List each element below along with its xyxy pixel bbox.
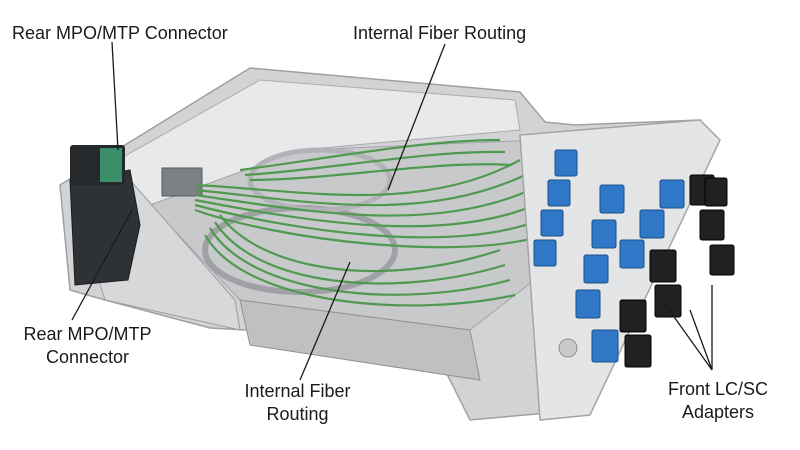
label-internal-routing-bottom: Internal Fiber Routing bbox=[244, 381, 351, 424]
leader-rear-bottom bbox=[71, 209, 133, 321]
leader-lines bbox=[71, 41, 713, 381]
front-adapters bbox=[533, 149, 735, 368]
rear-mpo-connector-top bbox=[70, 145, 203, 197]
label-internal-routing-top: Internal Fiber Routing bbox=[353, 23, 527, 43]
leader-front-2 bbox=[689, 309, 713, 371]
leader-front-1 bbox=[661, 299, 713, 371]
internal-fibers bbox=[194, 138, 546, 307]
leader-internal-top bbox=[387, 43, 446, 191]
label-rear-connector-bottom: Rear MPO/MTP Connector bbox=[23, 324, 152, 367]
front-faceplate bbox=[519, 119, 721, 421]
leader-internal-bottom bbox=[299, 261, 351, 381]
adapter-black-group bbox=[619, 174, 735, 368]
label-rear-connector-top: Rear MPO/MTP Connector bbox=[12, 23, 228, 43]
adapter-blue-group bbox=[533, 149, 685, 363]
leader-rear-top bbox=[111, 41, 119, 151]
label-front-adapters: Front LC/SC Adapters bbox=[667, 379, 769, 422]
